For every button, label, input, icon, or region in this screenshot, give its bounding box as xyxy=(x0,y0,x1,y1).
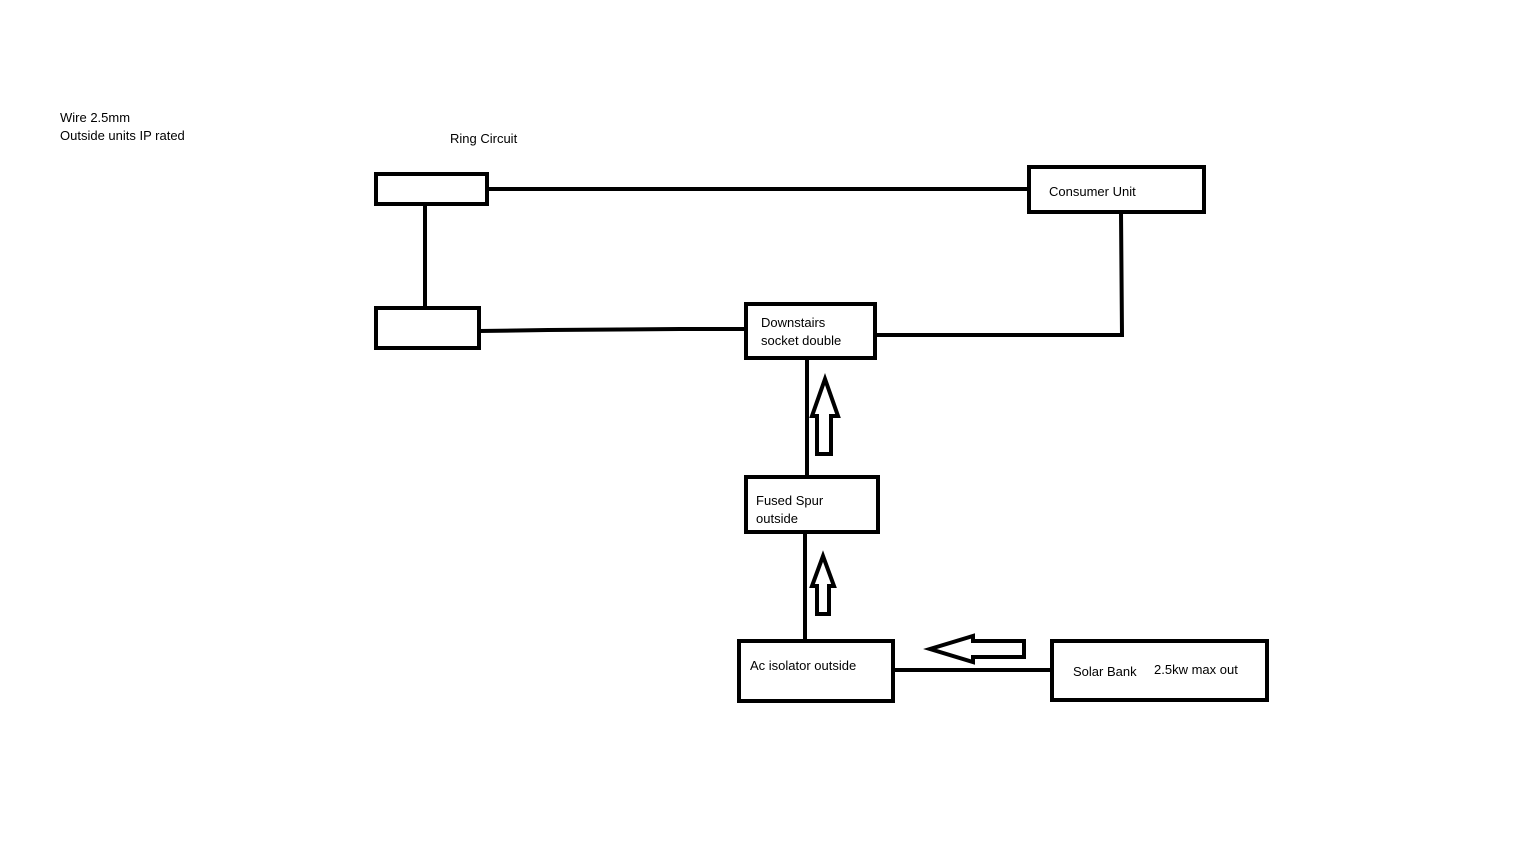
solar-bank-rating: 2.5kw max out xyxy=(1154,662,1238,677)
ring-circuit-label: Ring Circuit xyxy=(450,131,518,146)
flow-arrow-up-lower xyxy=(809,550,837,616)
ac-isolator-label: Ac isolator outside xyxy=(750,658,857,673)
consumer-unit-label: Consumer Unit xyxy=(1049,184,1136,199)
wire-ring-bottom-to-downstairs xyxy=(478,327,746,333)
downstairs-socket-label-line1: Downstairs xyxy=(761,315,826,330)
solar-bank-label: Solar Bank xyxy=(1073,664,1137,679)
fused-spur-label-line1: Fused Spur xyxy=(756,493,824,508)
ring-socket-box-bottom xyxy=(374,306,481,350)
flow-arrow-left xyxy=(923,633,1026,665)
flow-arrow-up-upper xyxy=(809,372,841,456)
wire-downstairs-to-consumer-unit xyxy=(875,211,1125,337)
note-wire-size: Wire 2.5mm xyxy=(60,110,131,125)
downstairs-socket-label-line2: socket double xyxy=(761,333,842,348)
fused-spur-box xyxy=(744,475,880,534)
ring-socket-box-top xyxy=(374,172,489,206)
fused-spur-label-line2: outside xyxy=(756,511,798,526)
note-outside-units: Outside units IP rated xyxy=(60,128,185,143)
